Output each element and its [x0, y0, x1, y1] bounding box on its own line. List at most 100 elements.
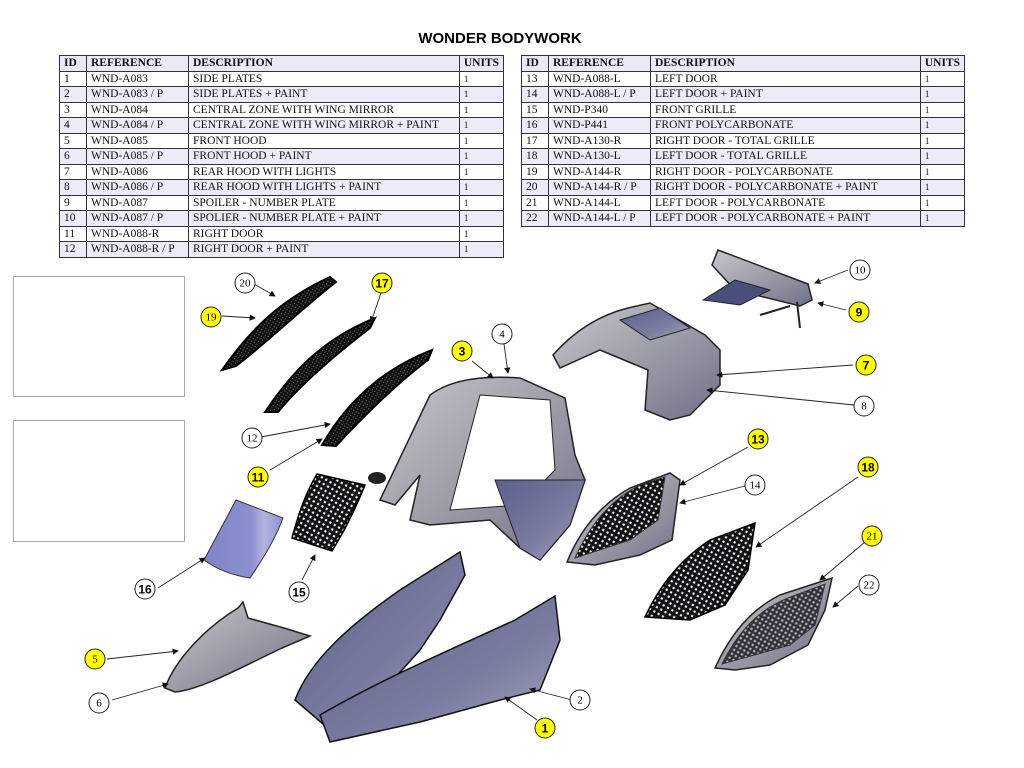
cell-description: RIGHT DOOR - POLYCARBONATE + PAINT — [650, 179, 921, 196]
cell-id: 18 — [521, 148, 549, 165]
callout-9: 9 — [848, 301, 870, 323]
blank-image-box-top — [13, 276, 185, 397]
cell-reference: WND-A086 — [86, 163, 189, 180]
callout-1: 1 — [534, 717, 556, 739]
cell-units: 1 — [458, 241, 505, 258]
cell-units: 1 — [919, 101, 966, 118]
cell-units: 1 — [458, 179, 505, 196]
cell-units: 1 — [919, 70, 966, 87]
cell-units: 1 — [458, 70, 505, 87]
cell-id: 22 — [521, 210, 549, 227]
part-right-door-polycarbonate — [219, 275, 338, 372]
cell-reference: WND-A083 — [86, 70, 189, 87]
header-reference: REFERENCE — [86, 55, 189, 72]
part-left-door-polycarbonate — [713, 576, 834, 671]
cell-reference: WND-A085 — [86, 132, 189, 149]
cell-reference: WND-A088-R — [86, 225, 189, 242]
callout-circle — [747, 428, 769, 450]
cell-reference: WND-A144-R — [548, 163, 651, 180]
callout-18: 18 — [857, 456, 879, 478]
callout-circle — [247, 466, 269, 488]
callout-circle — [134, 578, 156, 600]
cell-reference: WND-A144-L / P — [548, 210, 651, 227]
callout-label: 6 — [96, 698, 102, 710]
callout-22: 22 — [858, 574, 880, 596]
callout-12: 12 — [241, 427, 263, 449]
cell-description: RIGHT DOOR + PAINT — [188, 241, 460, 258]
callout-circle — [744, 474, 766, 496]
callout-circle — [569, 689, 591, 711]
callout-label: 13 — [751, 433, 765, 447]
cell-reference: WND-A086 / P — [86, 179, 189, 196]
part-spoiler — [701, 249, 813, 329]
part-left-door-grille — [643, 521, 756, 621]
cell-reference: WND-A087 — [86, 194, 189, 211]
cell-description: FRONT POLYCARBONATE — [650, 117, 921, 134]
cell-id: 9 — [59, 194, 87, 211]
cell-id: 15 — [521, 101, 549, 118]
callout-circle — [88, 692, 110, 714]
callout-13: 13 — [747, 428, 769, 450]
cell-id: 14 — [521, 86, 549, 103]
part-right-door-grille — [263, 316, 378, 413]
callout-circle — [858, 574, 880, 596]
cell-units: 1 — [919, 117, 966, 134]
cell-id: 21 — [521, 194, 549, 211]
cell-units: 1 — [919, 86, 966, 103]
callout-label: 12 — [247, 433, 258, 445]
cell-description: RIGHT DOOR - TOTAL GRILLE — [650, 132, 921, 149]
callout-label: 10 — [855, 265, 867, 277]
callout-circle — [848, 301, 870, 323]
part-left-door — [565, 472, 681, 566]
cell-reference: WND-A084 — [86, 101, 189, 118]
callout-label: 9 — [856, 306, 863, 320]
cell-reference: WND-P340 — [548, 101, 651, 118]
callout-label: 14 — [750, 480, 762, 492]
cell-units: 1 — [458, 225, 505, 242]
callout-label: 22 — [864, 580, 875, 592]
part-front-hood — [164, 600, 313, 693]
callout-label: 21 — [867, 531, 878, 543]
part-front-grille — [291, 473, 367, 552]
callout-circle — [200, 306, 222, 328]
cell-units: 1 — [458, 101, 505, 118]
cell-id: 12 — [59, 241, 87, 258]
callout-circle — [288, 581, 310, 603]
callout-15: 15 — [288, 581, 310, 603]
callout-7: 7 — [855, 354, 877, 376]
callout-label: 8 — [861, 401, 867, 413]
page-title: WONDER BODYWORK — [418, 30, 582, 47]
cell-description: LEFT DOOR + PAINT — [650, 86, 921, 103]
cell-units: 1 — [919, 210, 966, 227]
callout-circle — [371, 272, 393, 294]
part-right-door — [320, 348, 434, 448]
callout-5: 5 — [84, 648, 106, 670]
callout-21: 21 — [861, 525, 883, 547]
cell-reference: WND-A087 / P — [86, 210, 189, 227]
callout-11: 11 — [247, 466, 269, 488]
callout-label: 3 — [459, 345, 466, 359]
leader-lines — [106, 269, 866, 721]
callout-label: 16 — [138, 583, 152, 597]
callout-label: 1 — [542, 722, 549, 736]
cell-reference: WND-A088-L / P — [548, 86, 651, 103]
header-id: ID — [521, 55, 549, 72]
callout-20: 20 — [234, 272, 256, 294]
callout-4: 4 — [491, 323, 513, 345]
part-front-polycarbonate — [203, 499, 284, 579]
cell-units: 1 — [919, 148, 966, 165]
cell-units: 1 — [458, 86, 505, 103]
callout-label: 20 — [240, 278, 252, 290]
callout-circle — [857, 456, 879, 478]
cell-units: 1 — [458, 148, 505, 165]
table-header-row: ID REFERENCE DESCRIPTION UNITS — [521, 55, 966, 72]
cell-reference: WND-P441 — [548, 117, 651, 134]
cell-reference: WND-A088-R / P — [86, 241, 189, 258]
